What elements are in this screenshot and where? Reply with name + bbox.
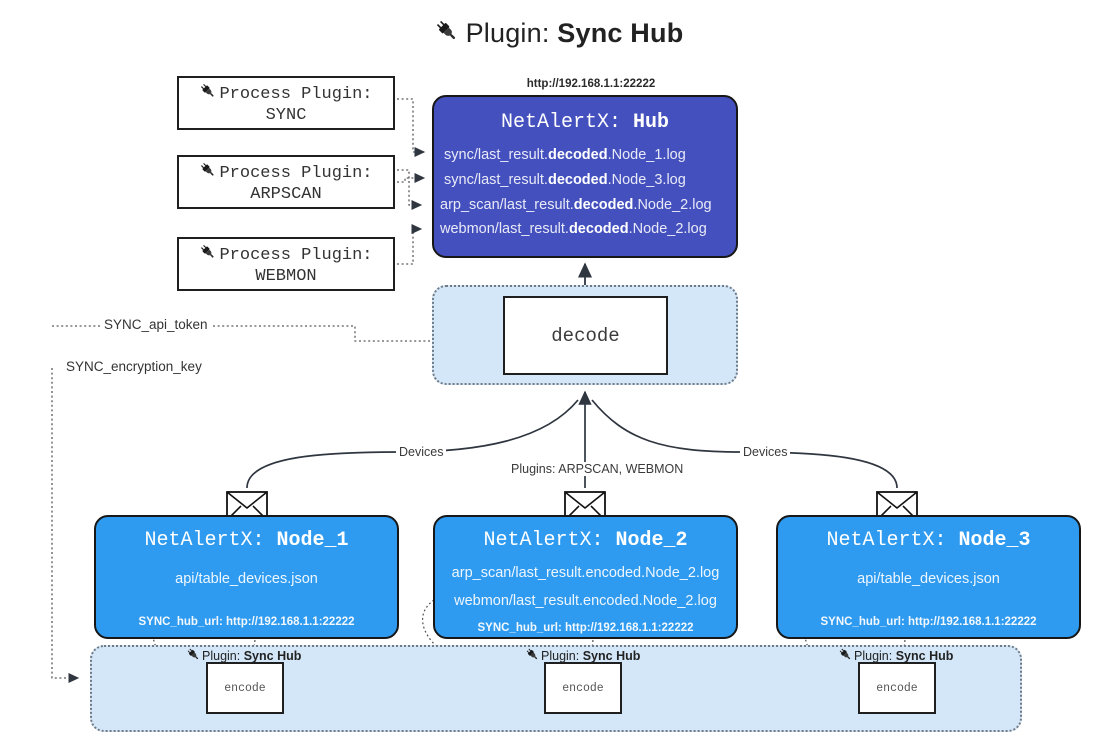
encode-box-node-2[interactable]: encode [544,662,622,714]
decode-box[interactable]: decode [503,296,668,375]
encoder-caption: Plugin: Sync Hub [186,645,301,663]
plug-icon [199,243,217,268]
process-plugin-line1: Process Plugin: [199,241,373,268]
hub-title-name: Hub [633,111,670,134]
node-title: NetAlertX: Node_3 [778,529,1079,552]
plug-icon [838,647,853,665]
process-plugin-box-sync[interactable]: Process Plugin: SYNC [177,76,395,130]
node-title-name: Node_2 [615,529,688,552]
sync-encryption-key-label: SYNC_encryption_key [62,359,206,374]
node-data-line: webmon/last_result.encoded.Node_2.log [454,593,717,609]
hub-title: NetAlertX: Hub [434,111,736,134]
node-box-node-1[interactable]: NetAlertX: Node_1 api/table_devices.json… [94,515,399,639]
node-title-name: Node_1 [276,529,349,552]
process-plugin-line1: Process Plugin: [199,80,373,107]
node-hub-url-label: SYNC_hub_url: http://192.168.1.1:22222 [138,616,355,628]
plug-icon [186,647,201,665]
hub-log-line: arp_scan/last_result.decoded.Node_2.log [440,197,712,213]
node-data-line: api/table_devices.json [857,571,1000,587]
node-title-prefix: NetAlertX: [144,529,265,552]
edge-label-plugins: Plugins: ARPSCAN, WEBMON [508,462,687,476]
process-plugin-name: SYNC [265,105,307,125]
plug-icon [199,161,217,186]
node-title-prefix: NetAlertX: [826,529,947,552]
hub-title-prefix: NetAlertX: [500,111,621,134]
process-plugin-label: Process Plugin: [219,163,373,183]
page-title-name: Sync Hub [557,18,684,48]
hub-log-line: sync/last_result.decoded.Node_3.log [444,172,686,188]
encoder-caption: Plugin: Sync Hub [525,645,640,663]
hub-box[interactable]: NetAlertX: Hub sync/last_result.decoded.… [432,95,738,258]
plug-icon [199,82,217,107]
process-plugin-line1: Process Plugin: [199,159,373,186]
encode-box-node-3[interactable]: encode [858,662,936,714]
node-box-node-2[interactable]: NetAlertX: Node_2 arp_scan/last_result.e… [433,515,738,639]
process-plugin-name: ARPSCAN [250,184,322,204]
node-hub-url-label: SYNC_hub_url: http://192.168.1.1:22222 [820,616,1037,628]
page-title: Plugin: Sync Hub [0,16,1117,49]
process-plugin-name: WEBMON [255,266,317,286]
edge-label-devices-left: Devices [396,445,447,459]
hub-url-label: http://192.168.1.1:22222 [526,78,656,90]
encoder-caption: Plugin: Sync Hub [838,645,953,663]
page-title-prefix: Plugin: [465,18,550,48]
edge-label-devices-right: Devices [740,445,791,459]
node-title: NetAlertX: Node_2 [435,529,736,552]
process-plugin-label: Process Plugin: [219,245,373,265]
process-plugin-label: Process Plugin: [219,84,373,104]
node-data-line: api/table_devices.json [175,571,318,587]
process-plugin-box-arpscan[interactable]: Process Plugin: ARPSCAN [177,155,395,209]
node-hub-url-label: SYNC_hub_url: http://192.168.1.1:22222 [477,622,694,634]
process-plugin-box-webmon[interactable]: Process Plugin: WEBMON [177,237,395,291]
node-title-name: Node_3 [958,529,1031,552]
plug-icon [434,18,460,51]
plug-icon [525,647,540,665]
node-title: NetAlertX: Node_1 [96,529,397,552]
node-data-line: arp_scan/last_result.encoded.Node_2.log [451,565,720,581]
hub-log-line: webmon/last_result.decoded.Node_2.log [440,221,707,237]
node-box-node-3[interactable]: NetAlertX: Node_3 api/table_devices.json… [776,515,1081,639]
encode-box-node-1[interactable]: encode [206,662,284,714]
hub-log-line: sync/last_result.decoded.Node_1.log [444,147,686,163]
sync-api-token-label: SYNC_api_token [100,317,212,332]
node-title-prefix: NetAlertX: [483,529,604,552]
